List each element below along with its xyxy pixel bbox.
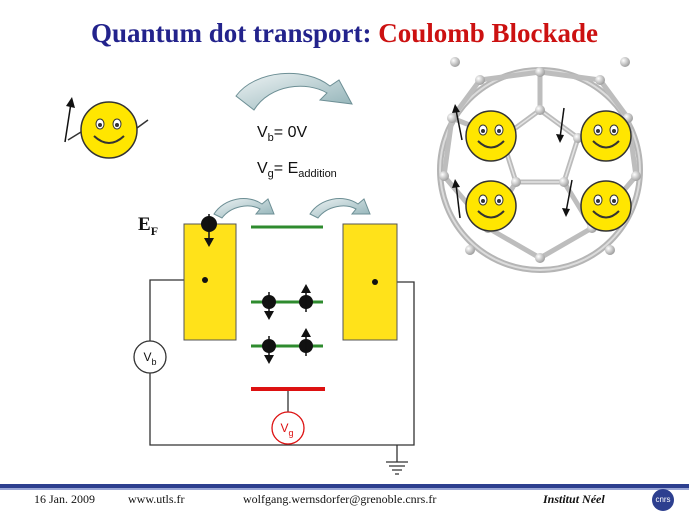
gate-equation: Vg= Eaddition [257, 160, 337, 181]
fullerene-smiley-icon [556, 107, 632, 162]
slide-title: Quantum dot transport: Coulomb Blockade [0, 18, 689, 49]
electron-smiley-icon [64, 97, 149, 159]
title-topic: Quantum dot transport: [90, 18, 379, 48]
footer-date: 16 Jan. 2009 [34, 492, 95, 506]
electron-spin-down [262, 336, 276, 364]
fullerene-smiley-icon [452, 104, 517, 162]
bias-equation: Vb= 0V [257, 124, 308, 145]
tunnel-arrow-left [213, 198, 275, 219]
fullerene-smiley-icon [452, 179, 517, 232]
tunnel-arrow-large [235, 72, 353, 111]
footer-bar [0, 484, 689, 488]
fullerene-smiley-icon [562, 179, 632, 232]
electron-source [201, 214, 217, 247]
gate-voltmeter: Vg [271, 411, 305, 445]
footer-bar-accent [0, 488, 689, 490]
svg-text:Vg: Vg [280, 421, 293, 438]
footer-email: wolfgang.wernsdorfer@grenoble.cnrs.fr [243, 492, 437, 506]
drain-electrode [342, 223, 398, 341]
footer-institute: Institut Néel [543, 492, 605, 506]
electron-spin-up [299, 284, 313, 312]
title-highlight: Coulomb Blockade [378, 18, 599, 48]
tunnel-arrow-right [309, 198, 371, 219]
fermi-level-label: EF [138, 214, 159, 238]
svg-text:Vb: Vb [143, 350, 156, 367]
footer-website: www.utls.fr [128, 492, 185, 506]
bias-voltmeter: Vb [133, 340, 167, 374]
electron-spin-up [299, 328, 313, 356]
fullerene-molecule [437, 57, 643, 273]
cnrs-logo: cnrs [652, 489, 674, 511]
electron-spin-down [262, 292, 276, 320]
